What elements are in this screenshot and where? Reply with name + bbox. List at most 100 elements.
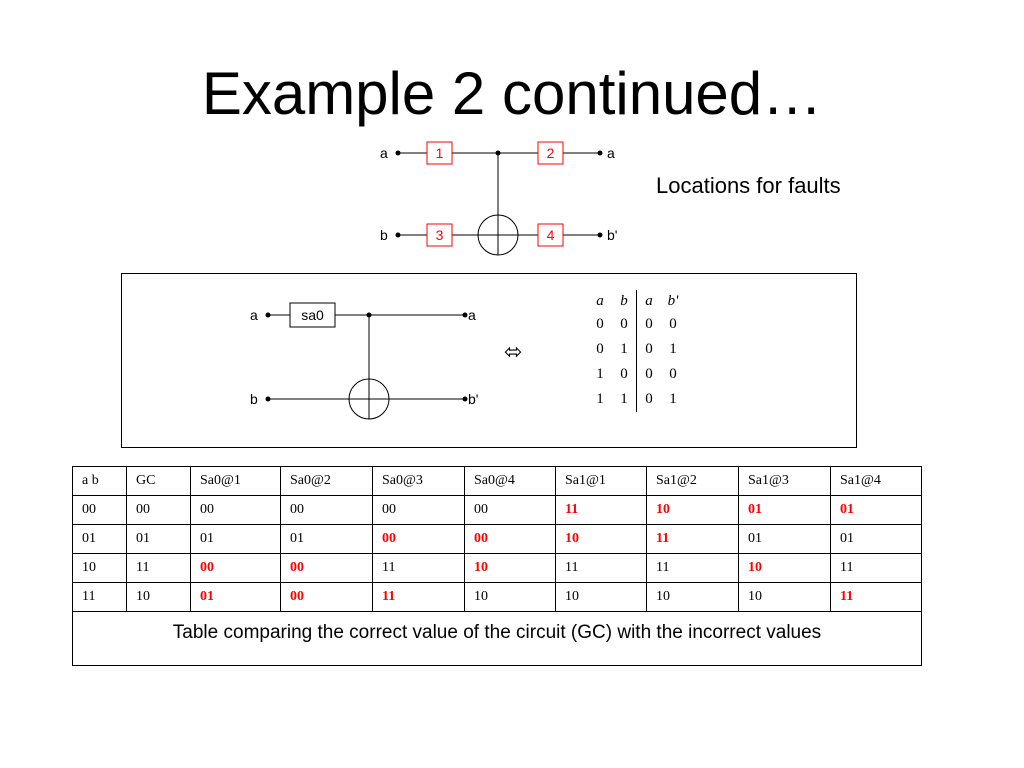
fault-table-header-cell: Sa0@3 [372,466,465,496]
truth-cell: 1 [612,387,637,412]
sa0-label: sa0 [301,307,324,323]
fault-table-cell: 10 [555,524,647,554]
truth-table-row: 0 0 0 0 [588,312,685,337]
fault-table-cell: 11 [646,524,739,554]
fault-table-cell: 10 [464,553,556,583]
fault-table-cell: 01 [126,524,191,554]
fault-table-cell: 10 [646,582,739,612]
fault-table-cell: 11 [830,582,922,612]
fault-table-header-cell: a b [72,466,127,496]
truth-table-row: 0 1 0 1 [588,337,685,362]
fault-table-cell: 10 [126,582,191,612]
fault-table-cell: 11 [372,582,465,612]
fault-table-header-cell: Sa0@2 [280,466,373,496]
fault-table-cell: 01 [738,495,831,525]
fault-table-cell: 11 [72,582,127,612]
fault-table-cell: 01 [280,524,373,554]
label-a-out: a [607,145,615,161]
fault-table-cell: 01 [190,582,281,612]
fault-table-cell: 10 [464,582,556,612]
truth-cell: 0 [669,366,677,382]
endpoint-b-out [597,232,603,238]
truth-cell: 0 [669,316,677,332]
fault-table-cell: 00 [280,553,373,583]
endpoint-a-out [462,312,468,318]
truth-cell: 0 [596,316,604,332]
fault-table-cell: 11 [555,553,647,583]
fault-table-cell: 00 [126,495,191,525]
label-b-out: b' [468,391,478,407]
truth-cell: 0 [612,362,637,387]
fault-table-cell: 00 [464,495,556,525]
label-b-in: b [380,227,388,243]
label-a-out: a [468,307,476,323]
truth-cell: 1 [669,391,677,407]
location-2-label: 2 [547,145,555,161]
truth-header-a-out: a [645,292,653,309]
location-4-box [537,223,564,247]
truth-cell: 0 [645,391,653,407]
fault-table-cell: 01 [72,524,127,554]
fault-table-header-cell: Sa1@2 [646,466,739,496]
fault-table-cell: 11 [372,553,465,583]
location-3-box [426,223,453,247]
location-1-label: 1 [436,145,444,161]
truth-cell: 0 [612,312,637,337]
endpoint-b-in [265,396,271,402]
truth-header-b-in: b [612,290,637,312]
fault-table-cell: 11 [646,553,739,583]
fault-table-cell: 01 [830,524,922,554]
fault-table-cell: 00 [464,524,556,554]
endpoint-b-out [462,396,468,402]
truth-cell: 0 [645,366,653,382]
truth-cell: 1 [596,366,604,382]
location-4-label: 4 [547,227,555,243]
location-2-box [537,141,564,165]
label-b-out: b' [607,227,617,243]
truth-cell: 1 [669,341,677,357]
fault-table-cell: 01 [830,495,922,525]
fault-table-cell: 01 [190,524,281,554]
endpoint-a-in [395,150,401,156]
slide-title: Example 2 continued… [201,60,823,127]
label-a-in: a [380,145,388,161]
faults-caption: Locations for faults [656,173,841,198]
fault-locations-circuit: a a b b' 1 2 3 4 [380,141,617,256]
truth-cell: 1 [596,391,604,407]
fault-table-cell: 00 [72,495,127,525]
truth-table-header-row: a b a b' [588,290,685,312]
truth-table: a b a b' 0 0 0 0 0 1 0 1 1 0 0 0 1 1 0 1 [588,290,685,412]
location-3-label: 3 [436,227,444,243]
fault-table-header-cell: Sa1@4 [830,466,922,496]
endpoint-b-in [395,232,401,238]
label-a-in: a [250,307,258,323]
fault-table-header-cell: Sa1@1 [555,466,647,496]
fault-table-header-cell: Sa1@3 [738,466,831,496]
fault-table-cell: 10 [555,582,647,612]
fault-table-caption: Table comparing the correct value of the… [72,611,922,666]
fault-table-cell: 10 [738,582,831,612]
truth-cell: 0 [645,316,653,332]
fault-table-cell: 00 [190,495,281,525]
fault-table-cell: 00 [280,582,373,612]
stuck-at-circuit: a a b b' sa0 [250,302,478,420]
sa0-box [289,302,336,328]
fault-table-cell: 01 [738,524,831,554]
truth-table-row: 1 0 0 0 [588,362,685,387]
location-1-box [426,141,453,165]
truth-cell: 0 [645,341,653,357]
fault-table-header-cell: Sa0@1 [190,466,281,496]
truth-table-row: 1 1 0 1 [588,387,685,412]
endpoint-a-in [265,312,271,318]
fault-table-cell: 00 [372,524,465,554]
fault-table-cell: 10 [738,553,831,583]
label-b-in: b [250,391,258,407]
endpoint-a-out [597,150,603,156]
fault-table-cell: 00 [280,495,373,525]
